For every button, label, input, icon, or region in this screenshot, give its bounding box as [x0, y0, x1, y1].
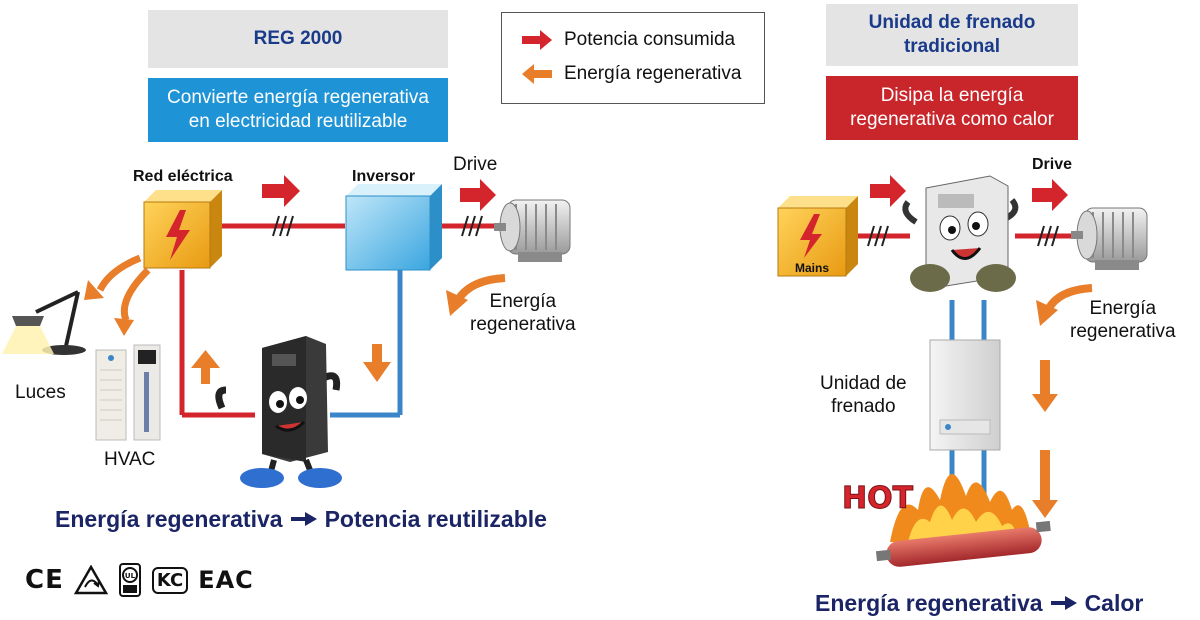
red-arrow-icon	[522, 30, 552, 50]
regen-return-arrow-right	[1036, 284, 1093, 326]
hot-label: HOT	[842, 481, 914, 516]
legend: Potencia consumida Energía regenerativa	[501, 12, 765, 104]
braking-subtitle-box: Disipa la energía regenerativa como calo…	[826, 76, 1078, 140]
regen-label-right-line-1: Energía	[1089, 298, 1157, 319]
braking-summary: Energía regenerativa Calor	[815, 590, 1143, 617]
ul-mark-icon: UL	[118, 563, 141, 597]
regen-up-arrow	[191, 350, 220, 384]
desk-lamp-icon	[2, 290, 86, 355]
inverter-box	[345, 184, 442, 271]
heat-down-arrow-1	[1032, 360, 1058, 412]
reg2000-summary-to: Potencia reutilizable	[324, 506, 547, 532]
regen-label-right-line-2: regenerativa	[1070, 321, 1176, 342]
rcm-mark-icon	[73, 565, 108, 595]
regen-to-lights-arrow	[84, 254, 142, 300]
braking-resistor-icon	[875, 520, 1051, 567]
regen-to-hvac-arrow	[114, 267, 151, 336]
reg2000-title-box: REG 2000	[148, 10, 448, 68]
regen-label: Energía regenerativa	[470, 290, 576, 336]
hvac-cabinet-icon	[95, 344, 161, 441]
hvac-label: HVAC	[104, 449, 156, 470]
consumed-power-arrow-right	[870, 175, 906, 207]
brake-unit-label-line-1: Unidad de	[820, 373, 907, 394]
reg2000-diagram	[2, 175, 571, 488]
braking-subtitle-line-2: regenerativa como calor	[850, 109, 1054, 130]
regen-label-line-1: Energía	[489, 291, 557, 312]
orange-arrow-icon	[522, 64, 552, 84]
svg-text:UL: UL	[125, 572, 136, 580]
braking-summary-from: Energía regenerativa	[815, 590, 1043, 616]
braking-title-line-1: Unidad de frenado	[868, 12, 1036, 33]
reg2000-summary: Energía regenerativa Potencia reutilizab…	[55, 506, 547, 533]
brake-unit-label-line-2: frenado	[831, 396, 896, 417]
reg2000-title: REG 2000	[253, 28, 343, 49]
drive-label-right: Drive	[1032, 156, 1073, 173]
summary-arrow-icon	[1049, 590, 1079, 617]
drive-arrow-right	[1032, 179, 1068, 211]
legend-regenerative-label: Energía regenerativa	[564, 63, 742, 84]
braking-title-line-2: tradicional	[903, 36, 1001, 57]
inverter-label: Inversor	[352, 168, 416, 185]
legend-consumed-label: Potencia consumida	[564, 29, 736, 50]
summary-arrow-icon	[289, 506, 319, 533]
lightning-icon	[166, 210, 190, 260]
motor-icon	[1071, 207, 1148, 270]
brake-unit-label: Unidad de frenado	[820, 372, 907, 418]
motor-icon	[494, 199, 571, 262]
reg2000-summary-from: Energía regenerativa	[55, 506, 283, 532]
grid-box	[143, 190, 222, 269]
kc-mark-icon: KC	[151, 566, 189, 594]
regen-unit-mascot	[215, 336, 342, 488]
regen-label-line-2: regenerativa	[470, 314, 576, 335]
reg2000-subtitle-box: Convierte energía regenerativa en electr…	[148, 78, 448, 142]
certification-marks: CE UL KC EAC	[25, 563, 254, 597]
braking-title-box: Unidad de frenado tradicional	[826, 4, 1078, 66]
drive-mascot	[902, 175, 1019, 292]
consumed-power-arrow	[262, 175, 300, 207]
legend-regenerative: Energía regenerativa	[520, 63, 741, 85]
drive-label: Drive	[453, 154, 498, 175]
braking-unit-icon	[929, 339, 1001, 451]
braking-summary-to: Calor	[1084, 590, 1144, 616]
braking-subtitle-line-1: Disipa la energía	[880, 85, 1024, 106]
power-lines	[179, 215, 505, 418]
regen-label-right: Energía regenerativa	[1070, 297, 1176, 343]
lightning-icon	[800, 214, 822, 258]
mains-box: Mains	[777, 196, 858, 277]
ce-mark-icon: CE	[25, 565, 64, 595]
grid-label: Red eléctrica	[133, 168, 233, 185]
eac-mark-icon: EAC	[198, 566, 254, 594]
mains-label: Mains	[795, 261, 829, 275]
regen-return-arrow	[446, 274, 506, 316]
reg2000-subtitle-line-1: Convierte energía regenerativa	[167, 87, 429, 108]
heat-down-arrow-2	[1032, 450, 1058, 518]
legend-consumed: Potencia consumida	[520, 29, 735, 51]
reg2000-subtitle-line-2: en electricidad reutilizable	[188, 111, 408, 132]
drive-arrow	[460, 179, 496, 211]
braking-diagram: Mains	[777, 175, 1148, 567]
regen-down-arrow	[363, 344, 391, 382]
lights-label: Luces	[15, 382, 66, 403]
